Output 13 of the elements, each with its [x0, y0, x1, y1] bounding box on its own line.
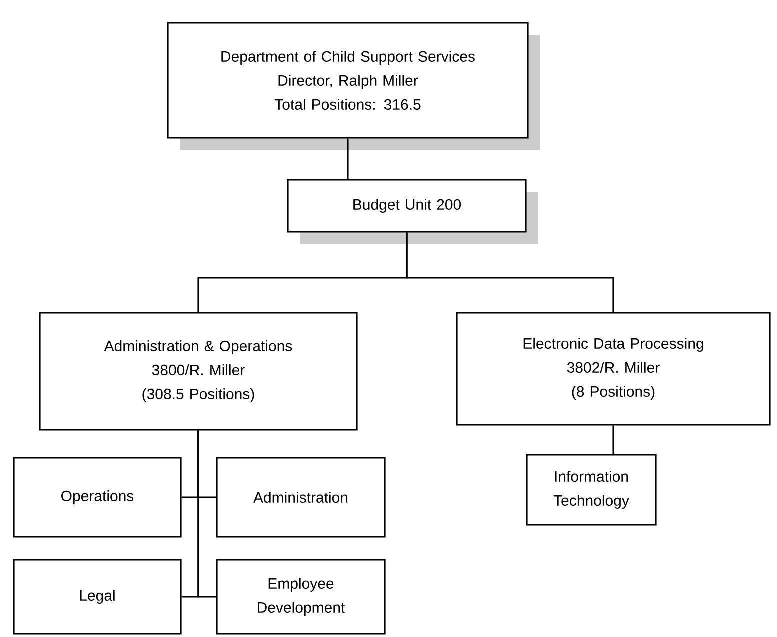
- connector-line: [406, 232, 614, 312]
- connector-line: [612, 426, 614, 454]
- org-box: Information Technology: [526, 454, 657, 526]
- connector-line: [198, 430, 216, 598]
- org-box: Administration: [216, 457, 386, 538]
- org-box: Department of Child Support Services Director, Ralph Miller Total Positions: 316.5: [167, 22, 540, 150]
- org-box: Employee Development: [216, 559, 386, 635]
- connector-line: [347, 138, 349, 180]
- org-box: Legal: [13, 559, 182, 635]
- org-box: Budget Unit 200: [287, 179, 538, 244]
- org-box: Administration & Operations 3800/R. Miller (308.5 Positions): [39, 312, 358, 431]
- org-box: Electronic Data Processing 3802/R. Miller (8 Positions): [456, 312, 771, 426]
- org-box: Operations: [13, 457, 182, 538]
